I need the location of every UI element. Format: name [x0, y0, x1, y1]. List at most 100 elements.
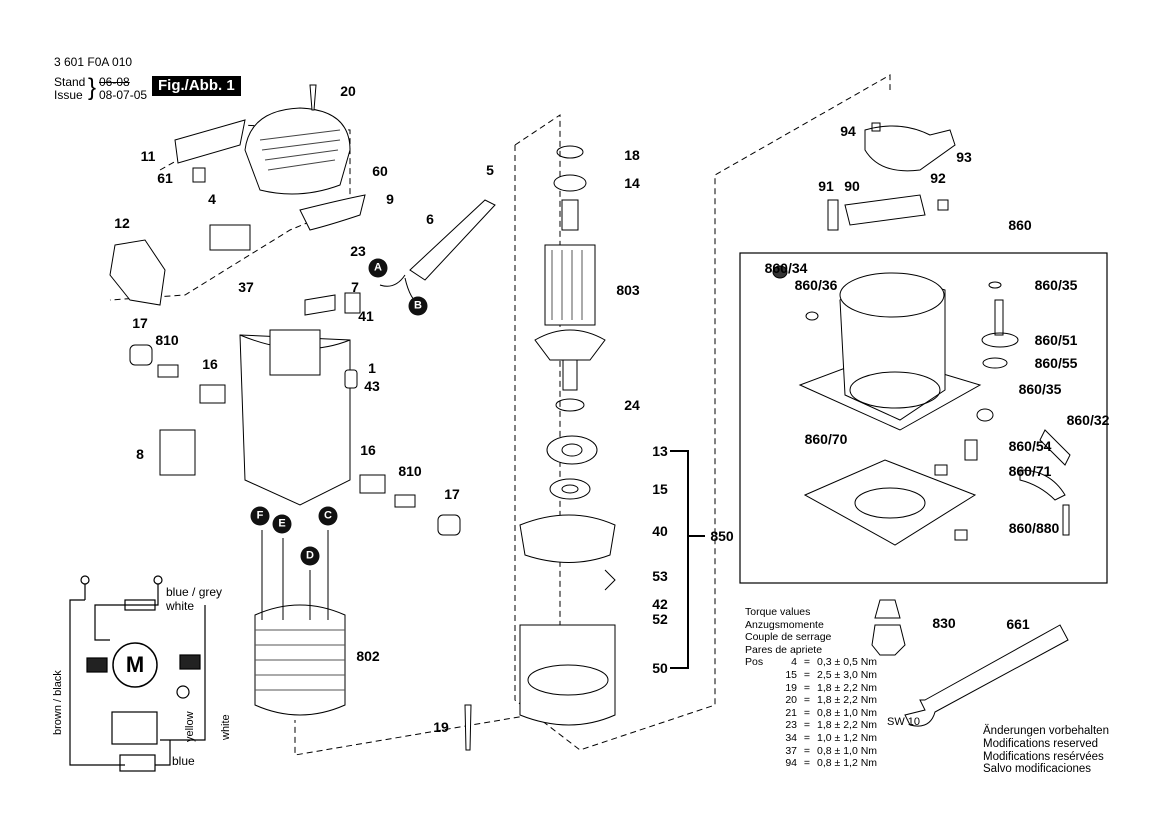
torque-title: Torque values	[745, 606, 811, 618]
torque-pos: 20	[785, 694, 797, 707]
callout: 16	[202, 356, 218, 372]
torque-row: 94=0,8 ± 1,2 Nm	[745, 757, 877, 770]
wiring-diagram	[69, 575, 206, 772]
connector-marker: F	[250, 506, 270, 526]
motor-housing	[239, 334, 351, 506]
torque-row: 19=1,8 ± 2,2 Nm	[745, 682, 877, 695]
callout: 24	[624, 397, 640, 413]
callout: 17	[444, 486, 460, 502]
torque-title: Pares de apriete	[745, 643, 823, 656]
wire-label-blue-grey: blue / grey	[166, 585, 223, 599]
torque-title: Anzugsmomente	[745, 618, 824, 631]
callout: 860/71	[1008, 463, 1052, 479]
callout: 803	[616, 282, 640, 298]
note: Modifications reserved	[983, 737, 1099, 750]
callout: 1	[368, 360, 376, 376]
callout: 60	[372, 163, 388, 179]
callout: 19	[433, 719, 449, 735]
callout: 860/34	[764, 260, 808, 276]
callout: 12	[114, 215, 130, 231]
callout: 41	[358, 308, 374, 324]
torque-pos: 34	[785, 731, 797, 744]
callout: 860/36	[794, 277, 838, 293]
equals: =	[803, 731, 811, 744]
torque-value: 1,8 ± 2,2 Nm	[817, 694, 878, 707]
callout: 52	[652, 611, 668, 627]
wire-label-yellow: yellow	[184, 711, 196, 742]
torque-value: 0,3 ± 0,5 Nm	[817, 656, 878, 669]
callout: 23	[350, 243, 366, 259]
pos-label	[745, 757, 775, 770]
callout: 37	[238, 279, 254, 295]
torque-value: 0,8 ± 1,0 Nm	[817, 706, 878, 719]
note: Modifications resérvées	[983, 750, 1104, 763]
stand-label: Stand	[54, 75, 86, 89]
callout: 9	[386, 191, 394, 207]
callout: 18	[624, 147, 640, 163]
callout: 53	[652, 568, 668, 584]
torque-row: 21 = 0,8 ± 1,0 Nm	[745, 707, 877, 720]
wire-label-white-side: white	[220, 714, 232, 740]
torque-pos: 37	[785, 744, 797, 757]
torque-table: Torque values Anzugsmomente Couple de se…	[745, 606, 877, 770]
callout: 13	[652, 443, 668, 459]
equals: =	[803, 757, 811, 770]
pos-label	[745, 745, 775, 758]
callout: 94	[840, 123, 856, 139]
top-cap	[244, 107, 351, 195]
callout: 860/35	[1034, 277, 1078, 293]
wire-label-brown-black: brown / black	[52, 670, 64, 735]
callout: 4	[208, 191, 216, 207]
equals: =	[803, 656, 811, 669]
pos-label	[745, 682, 775, 695]
equals: =	[803, 706, 811, 719]
brace: }	[88, 74, 97, 101]
callout: 860/51	[1034, 332, 1078, 348]
equals: =	[803, 744, 811, 757]
callout: 42	[652, 596, 668, 612]
wire-label-blue: blue	[172, 754, 195, 768]
callout: 810	[398, 463, 422, 479]
callout: 860/35	[1018, 381, 1062, 397]
torque-pos: 21	[785, 706, 797, 719]
callout: 860/54	[1008, 438, 1052, 454]
connector-marker: B	[408, 296, 428, 316]
callout: 850	[710, 528, 734, 544]
torque-title: Couple de serrage	[745, 631, 832, 644]
callout: 91	[818, 178, 834, 194]
callout: 6	[426, 211, 434, 227]
wrench-661	[904, 624, 1069, 727]
callout: 20	[340, 83, 356, 99]
torque-row: 34=1,0 ± 1,2 Nm	[745, 732, 877, 745]
callout: 50	[652, 660, 668, 676]
dashed-assembly-outline-middle	[514, 74, 891, 751]
stand-value: 06-08	[99, 75, 130, 89]
torque-row: 37=0,8 ± 1,0 Nm	[745, 745, 877, 758]
pos-label	[745, 669, 775, 682]
callout: 661	[1006, 616, 1030, 632]
torque-pos: 4	[791, 656, 797, 669]
torque-row: 20=1,8 ± 2,2 Nm	[745, 694, 877, 707]
callout: 16	[360, 442, 376, 458]
callout: 14	[624, 175, 640, 191]
equals: =	[803, 681, 811, 694]
wrench-size: SW 10	[887, 716, 921, 728]
base-assembly-box	[739, 252, 1108, 584]
callout: 802	[356, 648, 380, 664]
callout: 11	[140, 148, 156, 164]
callout: 7	[351, 279, 359, 295]
pos-label	[745, 694, 775, 707]
motor-symbol: M	[125, 652, 145, 677]
callout: 830	[932, 615, 956, 631]
callout: 61	[157, 170, 173, 186]
callout: 15	[652, 481, 668, 497]
callout: 92	[930, 170, 946, 186]
equals: =	[803, 719, 811, 732]
callout: 17	[132, 315, 148, 331]
torque-row: 15=2,5 ± 3,0 Nm	[745, 669, 877, 682]
pos-label	[745, 719, 775, 732]
callout: 93	[956, 149, 972, 165]
callout: 860/70	[804, 431, 848, 447]
